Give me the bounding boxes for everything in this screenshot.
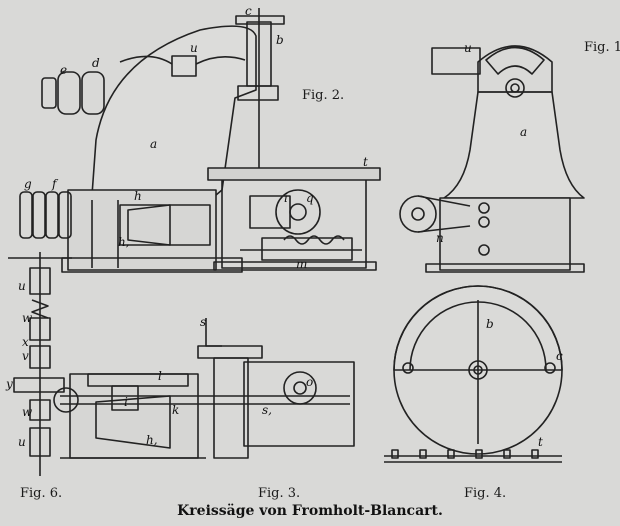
figure-label-3: Fig. 3. xyxy=(258,486,301,501)
letter-c: c xyxy=(245,4,252,18)
figure-label-2: Fig. 2. xyxy=(302,88,345,103)
letter-a-fig1: a xyxy=(520,125,527,139)
letter-o: o xyxy=(306,375,313,389)
letter-u: u xyxy=(190,41,198,55)
letter-t-fig4: t xyxy=(538,435,543,449)
fig2-drawing xyxy=(19,8,381,273)
letter-u-fig6-top: u xyxy=(18,279,26,293)
fig4-drawing xyxy=(384,285,563,463)
letter-h: h xyxy=(134,189,142,203)
plate-caption: Kreissäge von Fromholt-Blancart. xyxy=(177,503,443,519)
letter-u-fig1: u xyxy=(464,41,472,55)
figure-label-1: Fig. 1. xyxy=(584,40,620,55)
letter-u-fig6-bottom: u xyxy=(18,435,26,449)
letter-f: f xyxy=(51,177,59,191)
letter-y: y xyxy=(5,377,13,391)
fig6-drawing xyxy=(8,252,72,476)
letter-q: q xyxy=(306,191,314,205)
letter-s: s xyxy=(200,315,206,329)
letter-s-comma: s, xyxy=(262,403,272,417)
letter-w-fig6-bottom: w xyxy=(22,405,33,419)
letter-l: l xyxy=(158,369,162,383)
letter-t: t xyxy=(363,155,368,169)
letter-i: i xyxy=(284,191,288,205)
letter-e: e xyxy=(60,63,67,77)
figure-label-4: Fig. 4. xyxy=(464,486,507,501)
letter-h-comma-fig3: h, xyxy=(146,433,158,447)
letter-i-fig3: i xyxy=(124,395,128,409)
letter-g: g xyxy=(24,177,32,191)
letter-d: d xyxy=(92,56,100,70)
letter-c-fig4: c xyxy=(556,349,563,363)
letter-b-fig4: b xyxy=(486,317,494,331)
figure-label-6: Fig. 6. xyxy=(20,486,63,501)
letter-h-comma: h, xyxy=(118,235,130,249)
part-letters: c b u e d a t g f h h, i q m u a n b c t… xyxy=(5,4,563,449)
letter-k: k xyxy=(172,403,179,417)
letter-w-fig6-top: w xyxy=(22,311,33,325)
fig3-drawing xyxy=(53,318,355,459)
letter-m: m xyxy=(296,257,307,271)
letter-v: v xyxy=(22,349,29,363)
letter-x: x xyxy=(22,335,29,349)
letter-n: n xyxy=(436,231,444,245)
letter-a: a xyxy=(150,137,157,151)
letter-b: b xyxy=(276,33,284,47)
fig1-drawing xyxy=(399,45,585,273)
